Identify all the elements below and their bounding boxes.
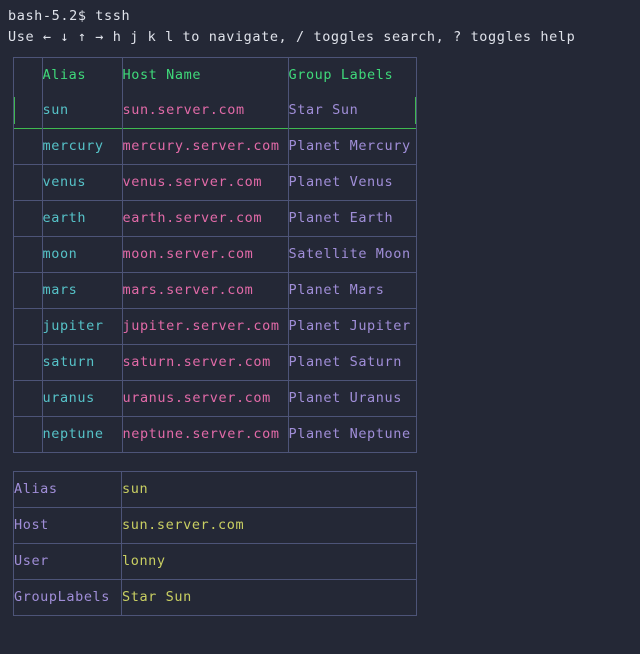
cell-host-name: jupiter.server.com	[122, 308, 289, 345]
detail-value: sun	[122, 480, 149, 497]
cell-group-labels: Satellite Moon	[288, 236, 416, 273]
selection-cursor-icon	[415, 97, 416, 124]
cell-alias: moon	[42, 236, 123, 273]
cell-group-labels: Planet Mercury	[288, 128, 416, 165]
cell-alias: mercury	[42, 128, 123, 165]
detail-value: lonny	[121, 543, 416, 580]
row-cursor-cell	[14, 128, 43, 165]
cell-host-name: earth.server.com	[122, 200, 289, 237]
row-cursor-cell	[14, 416, 43, 452]
cell-host-name: venus.server.com	[122, 164, 289, 201]
cell-group-labels: Star Sun	[288, 93, 416, 129]
cell-group-labels: Planet Jupiter	[288, 308, 416, 345]
detail-label: GroupLabels	[14, 579, 122, 615]
detail-value: Star Sun	[121, 579, 416, 615]
row-cursor-cell	[14, 308, 43, 345]
cell-group-labels: Planet Saturn	[288, 344, 416, 381]
cell-host-name: mars.server.com	[122, 272, 289, 309]
table-header: Alias Host Name Group Labels	[14, 58, 416, 93]
row-cursor-cell	[14, 164, 43, 201]
selection-cursor-icon	[14, 97, 15, 124]
shell-prompt-line: bash-5.2$ tssh	[8, 8, 131, 24]
cell-alias: saturn	[42, 344, 123, 381]
cell-host-name: neptune.server.com	[122, 416, 289, 452]
row-cursor-cell	[14, 344, 43, 381]
row-cursor-cell	[14, 200, 43, 237]
cell-group-labels: Planet Uranus	[288, 380, 416, 417]
header-cursor-column	[14, 58, 43, 93]
cell-host-name: saturn.server.com	[122, 344, 289, 381]
row-cursor-cell	[14, 236, 43, 273]
cell-group-labels: Planet Mars	[288, 272, 416, 309]
navigation-help-line: Use ← ↓ ↑ → h j k l to navigate, / toggl…	[8, 29, 576, 45]
cell-alias: sun	[42, 93, 123, 129]
cell-alias: uranus	[42, 380, 123, 417]
detail-label: Alias	[14, 472, 122, 508]
detail-value: sun.server.com	[121, 507, 416, 544]
terminal-output: bash-5.2$ tssh Use ← ↓ ↑ → h j k l to na…	[8, 6, 632, 48]
detail-label: Host	[14, 507, 122, 544]
cell-host-name: sun.server.com	[122, 93, 289, 129]
header-host-name[interactable]: Host Name	[122, 58, 289, 93]
table-header-row: Alias Host Name Group Labels	[14, 58, 416, 93]
row-cursor-cell	[14, 380, 43, 417]
cell-alias: jupiter	[42, 308, 123, 345]
cell-alias: neptune	[42, 416, 123, 452]
cell-alias: venus	[42, 164, 123, 201]
cell-alias: earth	[42, 200, 123, 237]
cell-host-name: moon.server.com	[122, 236, 289, 273]
cell-host-name: uranus.server.com	[122, 380, 289, 417]
header-alias[interactable]: Alias	[42, 58, 123, 93]
cell-group-labels: Planet Neptune	[288, 416, 416, 452]
header-group-labels[interactable]: Group Labels	[288, 66, 394, 83]
cell-alias: mars	[42, 272, 123, 309]
row-cursor-cell	[14, 272, 43, 309]
cell-group-labels: Planet Venus	[288, 164, 416, 201]
cell-group-labels: Planet Earth	[288, 200, 416, 237]
row-cursor-cell	[14, 93, 43, 129]
detail-label: User	[14, 543, 122, 580]
cell-host-name: mercury.server.com	[122, 128, 289, 165]
